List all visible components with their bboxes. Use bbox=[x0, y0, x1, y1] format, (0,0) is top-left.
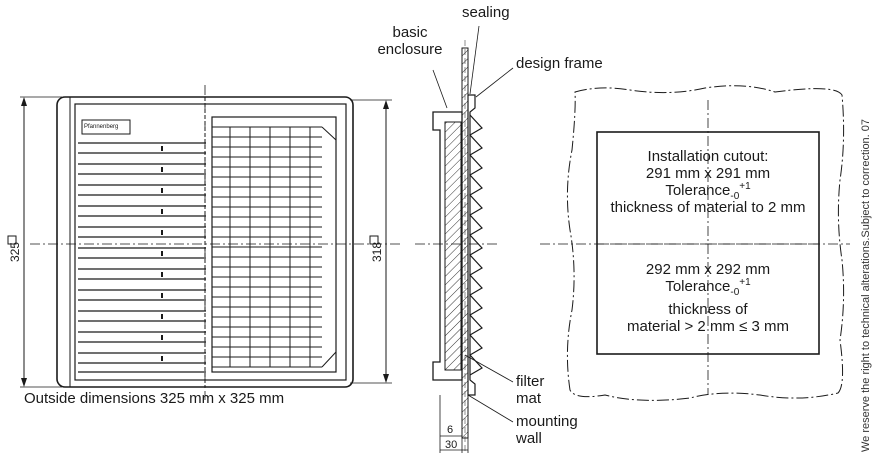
filter-mat bbox=[444, 121, 462, 371]
cutout-info-top: Installation cutout: 291 mm x 291 mm Tol… bbox=[598, 148, 818, 216]
wall-outline bbox=[566, 85, 845, 401]
dim-6-label: 6 bbox=[447, 424, 454, 436]
cutout-tolerance2: Tolerance-0+1 bbox=[665, 277, 751, 298]
disclaimer-text: We reserve the right to technical altera… bbox=[860, 118, 872, 452]
dim-325-label: 325 bbox=[8, 241, 22, 262]
cutout-thickness1: thickness of material to 2 mm bbox=[610, 199, 806, 216]
cutout-title: Installation cutout: bbox=[647, 148, 769, 165]
louvres bbox=[78, 142, 206, 373]
basic-enclosure-label: basic enclosure bbox=[377, 24, 443, 58]
dim-318-label: 318 bbox=[370, 241, 384, 262]
filter-mat-label: filter mat bbox=[516, 373, 545, 407]
design-frame-label: design frame bbox=[516, 55, 603, 72]
dim-30-label: 30 bbox=[445, 439, 458, 451]
design-frame bbox=[467, 94, 476, 396]
cutout-thickness2-line2: material > 2 mm ≤ 3 mm bbox=[626, 318, 789, 335]
brand-badge bbox=[81, 119, 131, 135]
basic-enclosure bbox=[432, 111, 463, 381]
sealing-label: sealing bbox=[462, 4, 510, 21]
fan-grid bbox=[211, 116, 337, 373]
cutout-tolerance1: Tolerance-0+1 bbox=[665, 181, 751, 202]
cutout-view bbox=[540, 85, 850, 401]
brand-label: Pfannenberg bbox=[84, 124, 119, 130]
cutout-info-bottom: 292 mm x 292 mm Tolerance-0+1 thickness … bbox=[598, 261, 818, 335]
side-view bbox=[415, 25, 514, 453]
mounting-wall-label: mounting wall bbox=[516, 413, 578, 447]
front-view bbox=[7, 85, 400, 400]
louvre-profile bbox=[469, 114, 483, 376]
cutout-thickness2-line1: thickness of bbox=[668, 301, 748, 318]
outside-dimensions-label: Outside dimensions 325 mm x 325 mm bbox=[24, 390, 285, 407]
cutout-size2: 292 mm x 292 mm bbox=[645, 261, 771, 278]
cutout-size1: 291 mm x 291 mm bbox=[645, 165, 771, 182]
